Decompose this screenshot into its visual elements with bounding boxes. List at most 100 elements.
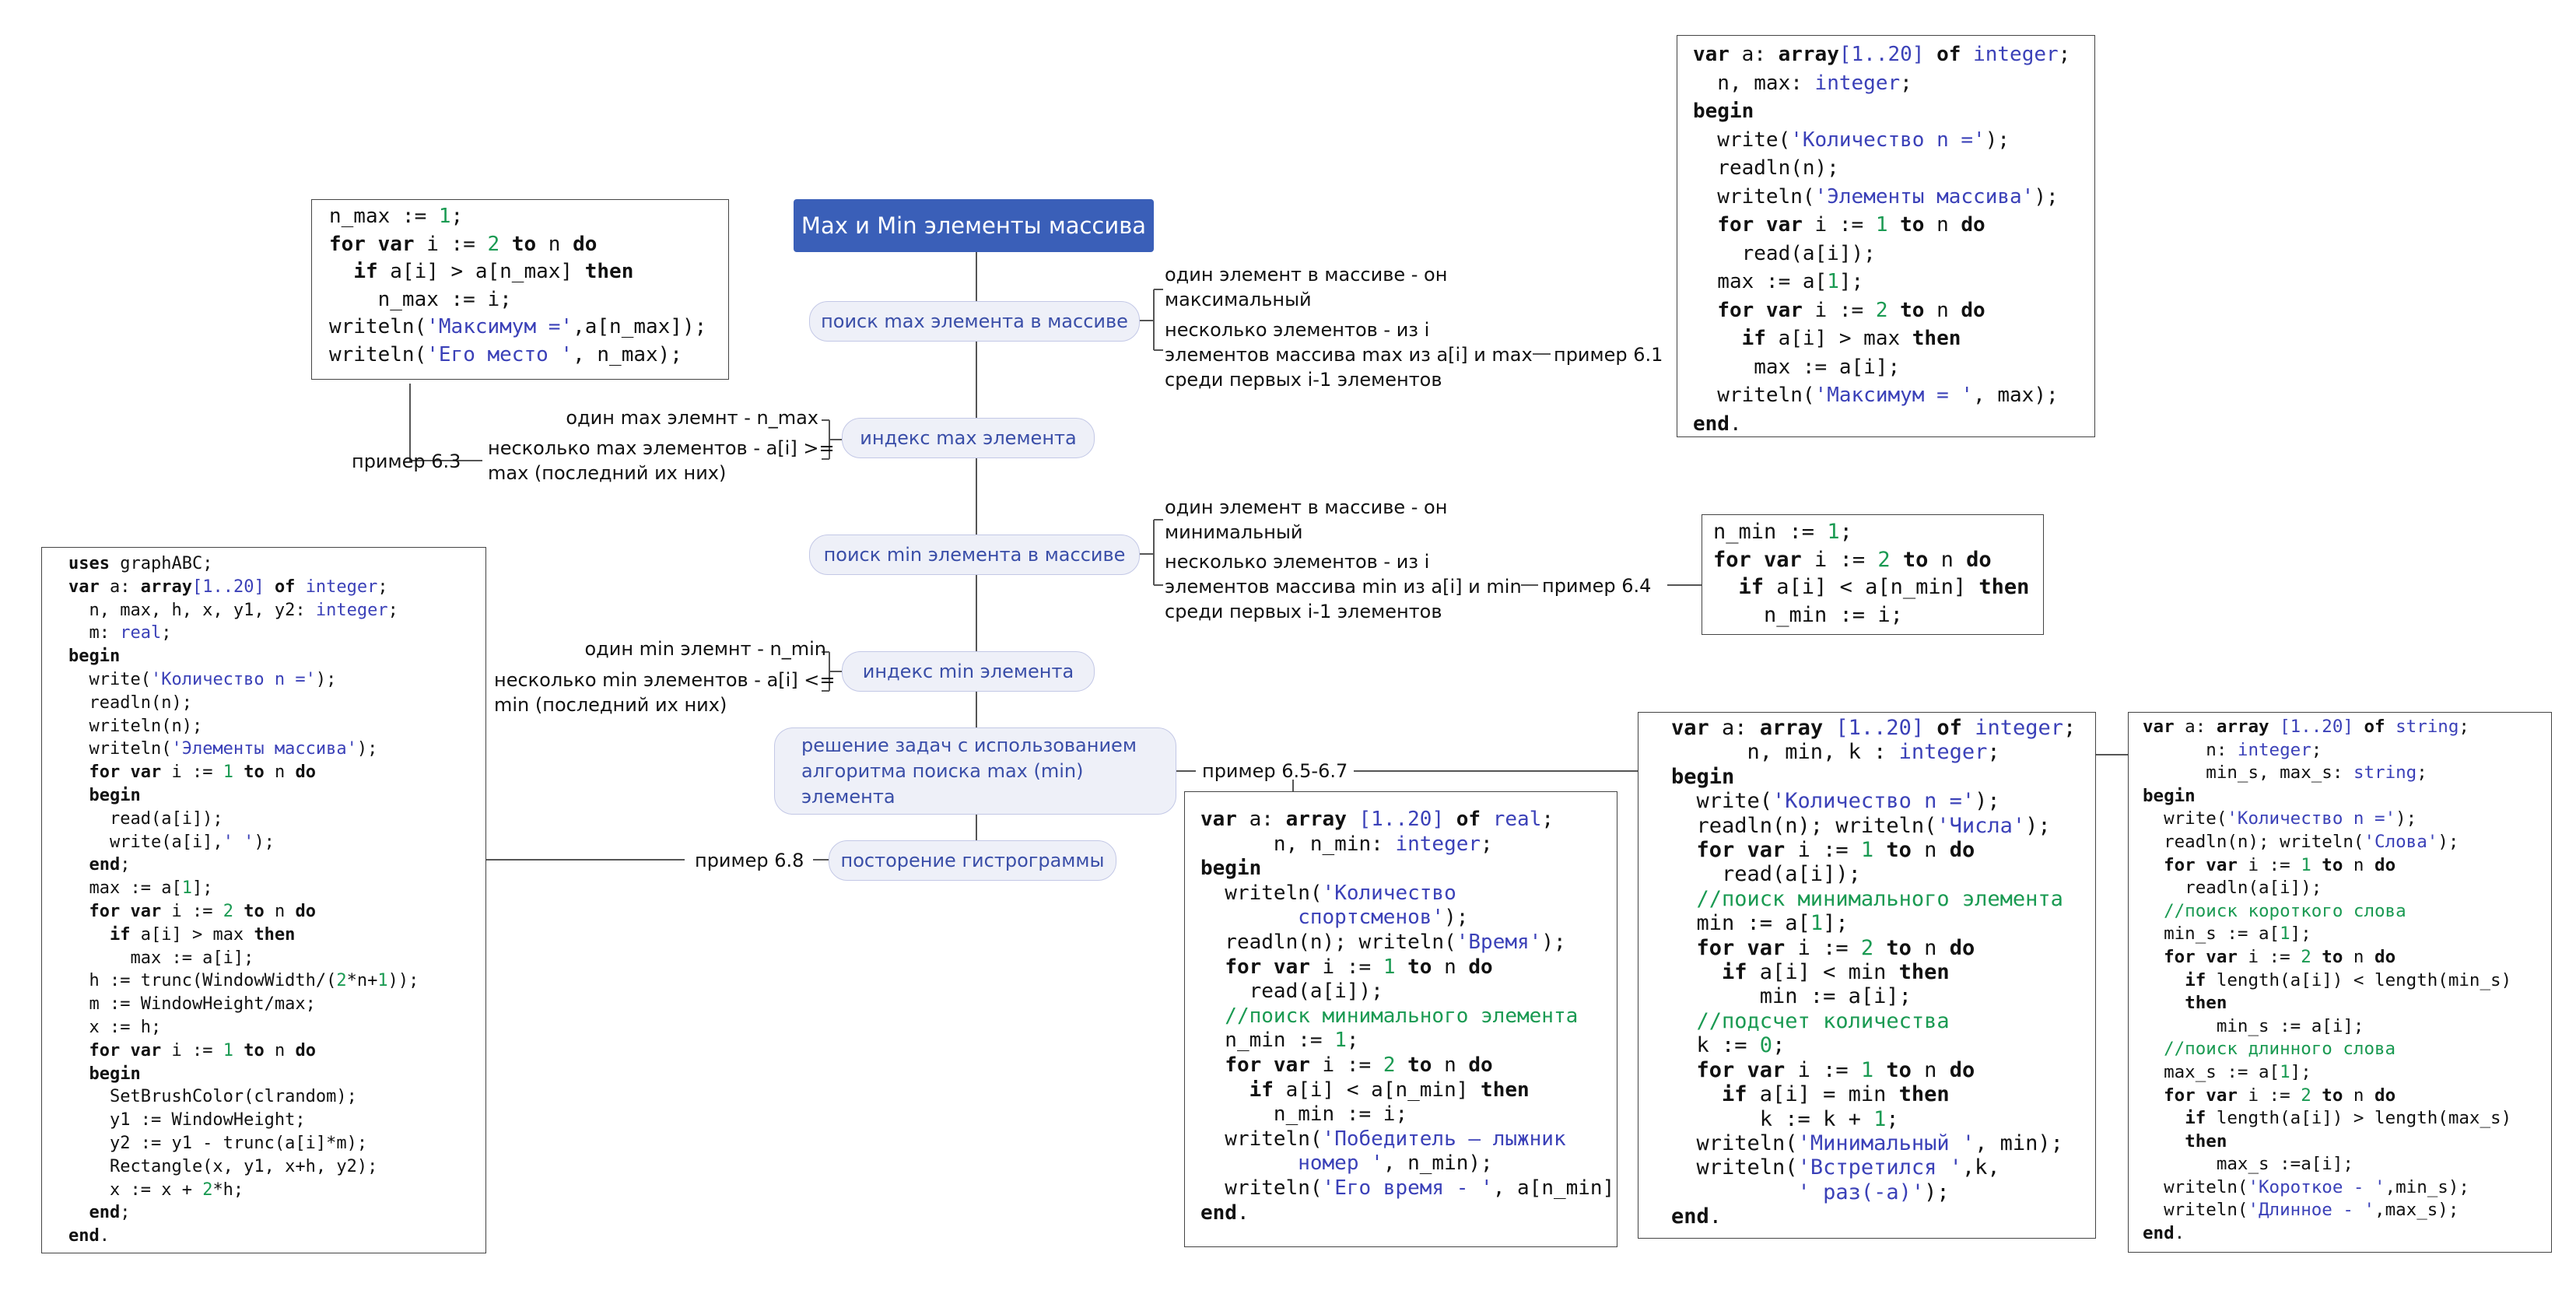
code-line: if a[i] > max then (68, 924, 459, 947)
code-line: write('Количество n ='); (2143, 808, 2537, 831)
code-token: ; (2417, 762, 2427, 783)
code-line: begin (68, 1063, 459, 1086)
code-box-example-6-6: var a: array [1..20] of integer; n, min,… (1638, 712, 2096, 1239)
code-line: m: real; (68, 622, 459, 645)
code-token: 1 (1383, 955, 1396, 979)
code-token: m := WindowHeight/max; (68, 994, 316, 1015)
code-box-example-6-7: var a: array [1..20] of string; n: integ… (2128, 712, 2552, 1253)
code-token (1823, 716, 1835, 740)
code-token: for var (89, 1040, 162, 1060)
code-box-example-6-5: var a: array [1..20] of real; n, n_min: … (1184, 791, 1617, 1247)
root-node[interactable]: Max и Min элементы массива (794, 199, 1154, 252)
code-token (1671, 1082, 1722, 1106)
topic-reshenie[interactable]: решение задач с использованием алгоритма… (774, 727, 1176, 815)
code-line: begin (1693, 97, 2079, 126)
code-token: 1 (1875, 213, 1888, 237)
code-token: 'Максимум = ' (1814, 384, 1974, 407)
code-token (1347, 808, 1359, 831)
code-token (1887, 213, 1900, 237)
code-token: ); (1985, 128, 2010, 152)
code-token: . (99, 1226, 110, 1246)
code-line: n, min, k : integer; (1671, 740, 2063, 764)
code-token: min_s := a[i]; (2143, 1015, 2364, 1036)
code-token (2353, 717, 2364, 737)
code-line: max := a[i]; (68, 947, 459, 970)
code-token: for var (1717, 298, 1803, 322)
code-token: if (109, 924, 131, 945)
code-line: n_min := i; (1713, 601, 2032, 629)
code-line: end. (2143, 1222, 2537, 1246)
code-token: спортсменов' (1200, 906, 1445, 930)
code-token: n, min, k : (1671, 740, 1899, 765)
code-line: min := a[1]; (1671, 911, 2063, 935)
label-ex-6-8[interactable]: пример 6.8 (695, 850, 804, 871)
topic-poisk-max[interactable]: поиск max элемента в массиве (809, 301, 1140, 342)
code-token: array (1778, 43, 1839, 66)
code-token: 2 (1875, 298, 1888, 322)
code-line: for var i := 1 to n do (1671, 838, 2063, 862)
code-token: to (1886, 935, 1912, 960)
code-token: min_s := a[ (2143, 924, 2280, 945)
code-line: if a[i] = min then (1671, 1082, 2063, 1106)
code-token: n_min := (1713, 520, 1828, 544)
topic-index-min[interactable]: индекс min элемента (842, 651, 1095, 692)
code-line: end. (1200, 1201, 1601, 1226)
label-ex-6-5-6-7[interactable]: пример 6.5-6.7 (1202, 760, 1348, 782)
code-line: read(a[i]); (68, 808, 459, 831)
code-token: to (2322, 946, 2343, 967)
code-token: 2 (487, 232, 500, 256)
code-token: readln(n); (1693, 156, 1839, 180)
topic-gistogramma[interactable]: посторение гистрограммы (829, 840, 1116, 881)
code-token: i := (1309, 1053, 1383, 1077)
code-token (2385, 717, 2396, 737)
code-token: n, max: (1693, 71, 1815, 95)
code-line: m := WindowHeight/max; (68, 993, 459, 1016)
code-line: var a: array [1..20] of string; (2143, 716, 2537, 739)
code-token: then (1898, 960, 1950, 985)
code-token: ; (2058, 43, 2071, 66)
code-token (2311, 855, 2322, 875)
code-token: writeln( (2143, 1200, 2248, 1221)
code-token (233, 1041, 244, 1060)
code-line: writeln('Минимальный ', min); (1671, 1131, 2063, 1155)
code-line: writeln('Максимум =',a[n_max]); (329, 314, 711, 342)
code-line: read(a[i]); (1200, 980, 1601, 1004)
code-line: max := a[i]; (1693, 353, 2079, 382)
code-token: then (2185, 993, 2227, 1014)
code-token: n_max := i; (329, 287, 512, 311)
code-token: integer (1898, 740, 1988, 765)
code-token: for var (329, 232, 415, 256)
label-ex-6-1[interactable]: пример 6.1 (1554, 344, 1663, 366)
code-token: read(a[i]); (68, 808, 223, 829)
code-token: i := (414, 232, 488, 256)
code-token: for var (89, 762, 162, 783)
code-token: //поиск минимального элемента (1671, 886, 2063, 911)
code-token: then (254, 924, 296, 945)
code-token: array (1285, 808, 1347, 831)
code-token: , a[n_min]); (1492, 1176, 1617, 1200)
code-line: for var i := 2 to n do (329, 231, 711, 259)
label-ex-6-3[interactable]: пример 6.3 (352, 450, 461, 472)
code-token: n (1924, 298, 1961, 322)
code-line: n_min := 1; (1200, 1029, 1601, 1053)
code-token: a[i] > max (1765, 327, 1912, 350)
code-token: n_min := (1200, 1029, 1335, 1053)
code-token: //поиск короткого слова (2143, 900, 2406, 921)
label-idxmax-many: несколько max элементов - a[i] >= max (п… (488, 437, 835, 484)
code-line: Rectangle(x, y1, x+h, y2); (68, 1155, 459, 1179)
label-idxmin-many: несколько min элементов - a[i] <= min (п… (494, 669, 836, 716)
code-token: a[i] > a[n_max] (377, 260, 585, 283)
code-line: writeln('Победитель — лыжник (1200, 1127, 1601, 1152)
label-ex-6-4[interactable]: пример 6.4 (1542, 575, 1652, 597)
topic-index-max[interactable]: индекс max элемента (842, 418, 1095, 458)
code-token (1200, 1078, 1249, 1102)
code-token: min_s, max_s: (2143, 762, 2353, 783)
code-line: //поиск минимального элемента (1200, 1004, 1601, 1029)
code-token: 'Время' (1456, 930, 1542, 954)
topic-poisk-min[interactable]: поиск min элемента в массиве (809, 535, 1140, 575)
code-token: for var (1717, 213, 1803, 237)
code-token: end (89, 855, 121, 875)
code-token: begin (89, 785, 141, 805)
code-token: 1 (181, 878, 192, 899)
code-token (68, 1041, 89, 1060)
